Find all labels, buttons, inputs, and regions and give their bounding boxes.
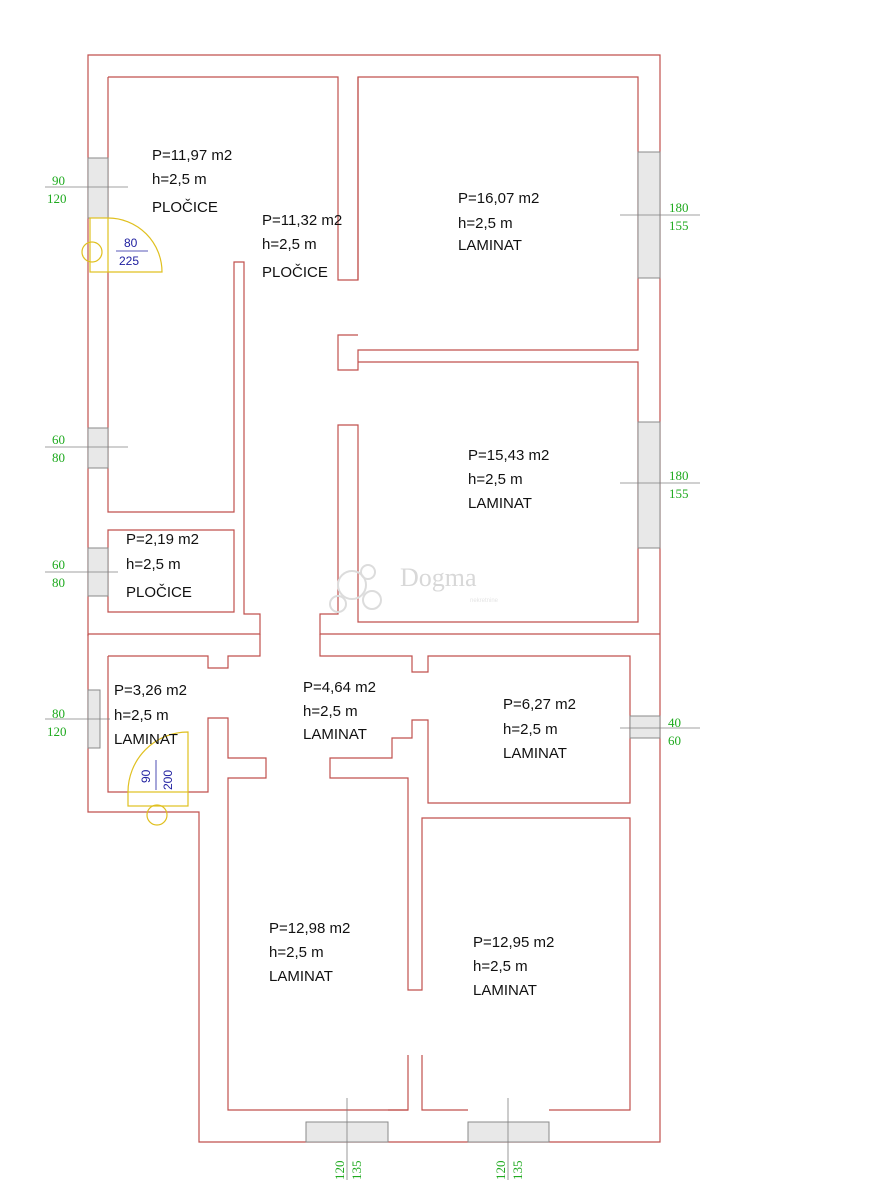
watermark-logo-icon — [329, 564, 382, 613]
win-right-3-width: 40 — [668, 715, 681, 730]
win-left-1-width: 90 — [52, 173, 65, 188]
room-7-floor: LAMINAT — [303, 726, 367, 743]
window-right-3 — [629, 715, 661, 739]
win-right-2-height: 155 — [669, 486, 689, 501]
room-label-3: P=16,07 m2 h=2,5 m LAMINAT — [458, 190, 539, 254]
door-2-height: 200 — [161, 770, 175, 790]
door-2-width: 90 — [139, 769, 153, 783]
window-left-1 — [87, 157, 109, 219]
win-left-3-width: 60 — [52, 557, 65, 572]
room-label-1: P=11,97 m2 h=2,5 m PLOČICE — [152, 147, 232, 216]
room-label-4: P=15,43 m2 h=2,5 m LAMINAT — [468, 447, 549, 512]
win-bottom-2-width: 120 — [493, 1161, 508, 1181]
room-4-area: P=15,43 m2 — [468, 447, 549, 464]
room-6-area: P=3,26 m2 — [114, 682, 187, 699]
window-bottom-2 — [467, 1121, 550, 1143]
room-9-area: P=12,98 m2 — [269, 920, 350, 937]
room-8-floor: LAMINAT — [503, 745, 567, 762]
room-4-height: h=2,5 m — [468, 471, 523, 488]
room-1-height: h=2,5 m — [152, 171, 207, 188]
win-right-2-width: 180 — [669, 468, 689, 483]
room-label-9: P=12,98 m2 h=2,5 m LAMINAT — [269, 920, 350, 985]
win-bottom-1-height: 135 — [349, 1161, 364, 1181]
room-2-area: P=11,32 m2 — [262, 212, 342, 229]
room-label-10: P=12,95 m2 h=2,5 m LAMINAT — [473, 934, 554, 999]
room-10-height: h=2,5 m — [473, 958, 528, 975]
room-label-2: P=11,32 m2 h=2,5 m PLOČICE — [262, 212, 342, 281]
win-left-4-width: 80 — [52, 706, 65, 721]
room-2-height: h=2,5 m — [262, 236, 317, 253]
room-10-area: P=12,95 m2 — [473, 934, 554, 951]
win-left-2-height: 80 — [52, 450, 65, 465]
room-3-height: h=2,5 m — [458, 215, 513, 232]
room-1-area: P=11,97 m2 — [152, 147, 232, 164]
room-5-floor: PLOČICE — [126, 584, 192, 601]
room-1-floor: PLOČICE — [152, 199, 218, 216]
room-8-area: P=6,27 m2 — [503, 696, 576, 713]
room-7-height: h=2,5 m — [303, 703, 358, 720]
room-label-7: P=4,64 m2 h=2,5 m LAMINAT — [303, 679, 376, 743]
door-1: 80 225 — [81, 217, 163, 273]
room-labels: P=11,97 m2 h=2,5 m PLOČICE P=11,32 m2 h=… — [114, 147, 576, 999]
dimension-lines — [45, 186, 700, 1180]
watermark-sub: nekretnine — [470, 598, 499, 604]
windows — [87, 151, 661, 1143]
room-label-8: P=6,27 m2 h=2,5 m LAMINAT — [503, 696, 576, 762]
door-1-width: 80 — [124, 236, 138, 250]
win-bottom-1-width: 120 — [332, 1161, 347, 1181]
win-bottom-2-height: 135 — [510, 1161, 525, 1181]
win-left-4-height: 120 — [47, 724, 67, 739]
watermark-name: Dogma — [400, 563, 477, 592]
room-3-floor: LAMINAT — [458, 237, 522, 254]
watermark: Dogma nekretnine — [329, 563, 499, 613]
room-6-height: h=2,5 m — [114, 707, 169, 724]
room-2-floor: PLOČICE — [262, 264, 328, 281]
door-2: 90 200 — [127, 731, 189, 826]
room-label-5: P=2,19 m2 h=2,5 m PLOČICE — [126, 531, 199, 601]
room-8-height: h=2,5 m — [503, 721, 558, 738]
win-right-1-width: 180 — [669, 200, 689, 215]
room-7-area: P=4,64 m2 — [303, 679, 376, 696]
win-left-1-height: 120 — [47, 191, 67, 206]
room-5-area: P=2,19 m2 — [126, 531, 199, 548]
window-right-2 — [637, 421, 661, 549]
room-5-height: h=2,5 m — [126, 556, 181, 573]
window-dimensions: 90 120 60 80 60 80 80 120 180 155 180 15… — [47, 173, 689, 1180]
room-3-area: P=16,07 m2 — [458, 190, 539, 207]
win-left-3-height: 80 — [52, 575, 65, 590]
win-left-2-width: 60 — [52, 432, 65, 447]
room-10-floor: LAMINAT — [473, 982, 537, 999]
room-4-floor: LAMINAT — [468, 495, 532, 512]
room-label-6: P=3,26 m2 h=2,5 m LAMINAT — [114, 682, 187, 748]
room-6-floor: LAMINAT — [114, 731, 178, 748]
room-9-floor: LAMINAT — [269, 968, 333, 985]
room-9-height: h=2,5 m — [269, 944, 324, 961]
win-right-1-height: 155 — [669, 218, 689, 233]
window-left-2 — [87, 427, 109, 469]
doors: 80 225 90 200 — [81, 217, 189, 826]
door-1-height: 225 — [119, 254, 139, 268]
win-right-3-height: 60 — [668, 733, 681, 748]
outer-walls — [87, 54, 661, 1143]
